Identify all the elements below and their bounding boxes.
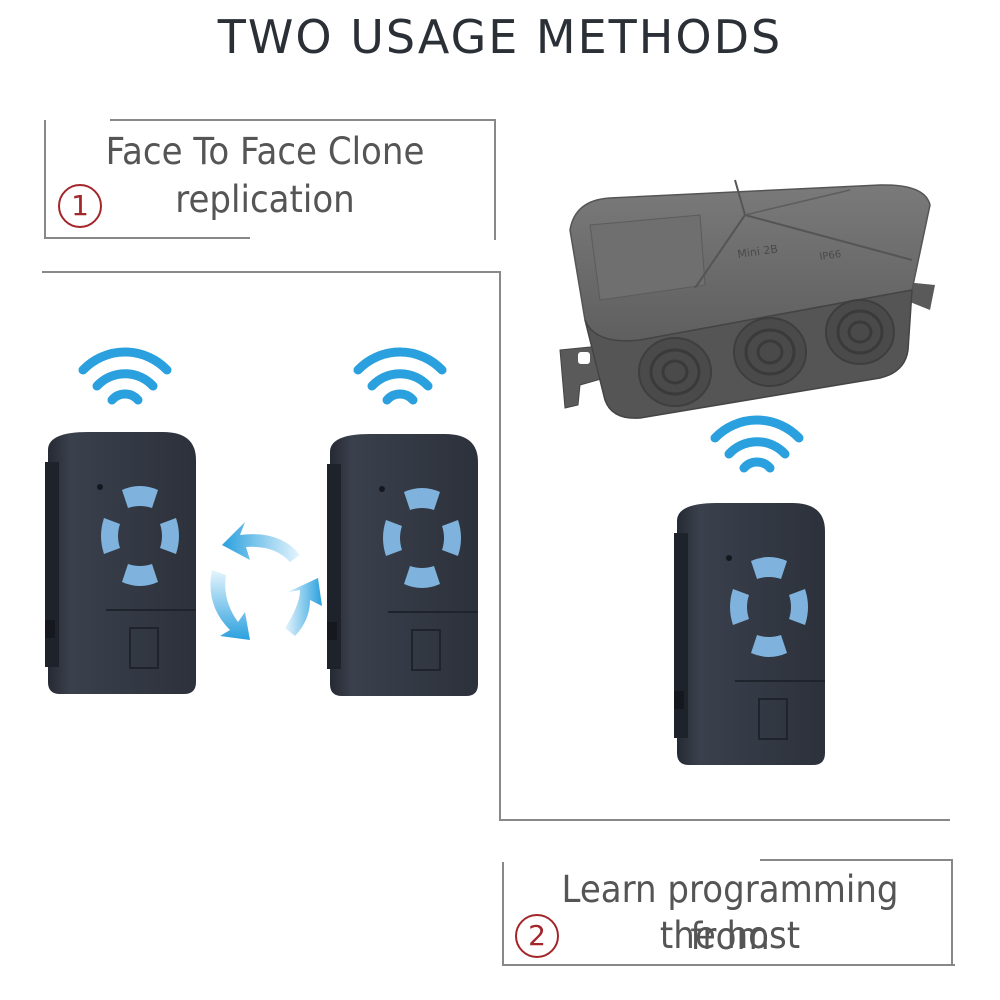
method1-line2: replication — [175, 178, 355, 221]
method2-number-badge: 2 — [515, 914, 559, 958]
page-title: TWO USAGE METHODS — [217, 10, 783, 64]
signal-wifi-icon-middle — [358, 352, 442, 400]
method2-line2: the host — [659, 914, 801, 957]
method2-frame — [502, 859, 955, 966]
method1-content-frame — [42, 271, 950, 821]
host-box-rating-label: IP66 — [819, 249, 842, 263]
remote-control-left-icon — [44, 431, 197, 695]
host-box-model-label: Mini 2B — [737, 242, 779, 261]
host-junction-box-icon: Mini 2B IP66 — [559, 179, 935, 419]
clone-arrows-icon — [210, 522, 322, 640]
method1-frame — [44, 119, 496, 240]
signal-wifi-icon-right — [715, 420, 799, 468]
remote-control-right-icon — [673, 502, 826, 766]
remote-control-middle-icon — [326, 433, 479, 697]
signal-wifi-icon-left — [83, 352, 167, 400]
method2-line1: Learn programming from — [561, 868, 899, 958]
method1-line1: Face To Face Clone — [105, 130, 425, 173]
method1-number-badge: 1 — [58, 184, 102, 228]
